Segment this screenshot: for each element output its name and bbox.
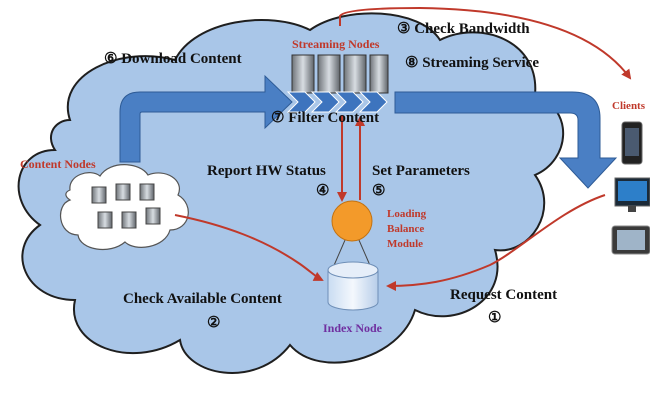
label-streaming-service: ⑧ Streaming Service: [405, 55, 539, 71]
client-devices: [611, 121, 650, 255]
streaming-servers: [291, 54, 389, 94]
content-nodes-cloud: [59, 164, 189, 250]
red-arrows: [174, 6, 632, 291]
label-request-content-num: ①: [488, 310, 501, 326]
label-balance: Balance: [387, 223, 424, 235]
load-balance-module: [331, 200, 373, 271]
label-check-bandwidth: ③ Check Bandwidth: [397, 21, 530, 37]
label-content-nodes: Content Nodes: [20, 157, 96, 171]
label-report-hw-status: Report HW Status: [207, 163, 326, 179]
label-set-parameters: Set Parameters: [372, 163, 470, 179]
label-download-content: ⑥ Download Content: [104, 51, 242, 67]
flow-arrow: [119, 74, 618, 189]
index-node-cylinder: [327, 261, 379, 311]
content-node-servers: [91, 183, 161, 229]
label-index-node: Index Node: [323, 321, 383, 335]
label-streaming-nodes: Streaming Nodes: [292, 37, 380, 51]
label-module: Module: [387, 238, 423, 250]
label-report-hw-num: ④: [316, 183, 329, 199]
filter-chevrons: [286, 91, 388, 113]
label-check-available-num: ②: [207, 315, 220, 331]
label-clients: Clients: [612, 100, 646, 112]
label-check-available-content: Check Available Content: [123, 291, 282, 307]
label-loading: Loading: [387, 208, 427, 220]
label-filter-content: ⑦ Filter Content: [271, 110, 379, 126]
labels: Streaming Nodes ③ Check Bandwidth ⑥ Down…: [20, 21, 646, 335]
label-set-parameters-num: ⑤: [372, 183, 385, 199]
label-request-content: Request Content: [450, 287, 557, 303]
